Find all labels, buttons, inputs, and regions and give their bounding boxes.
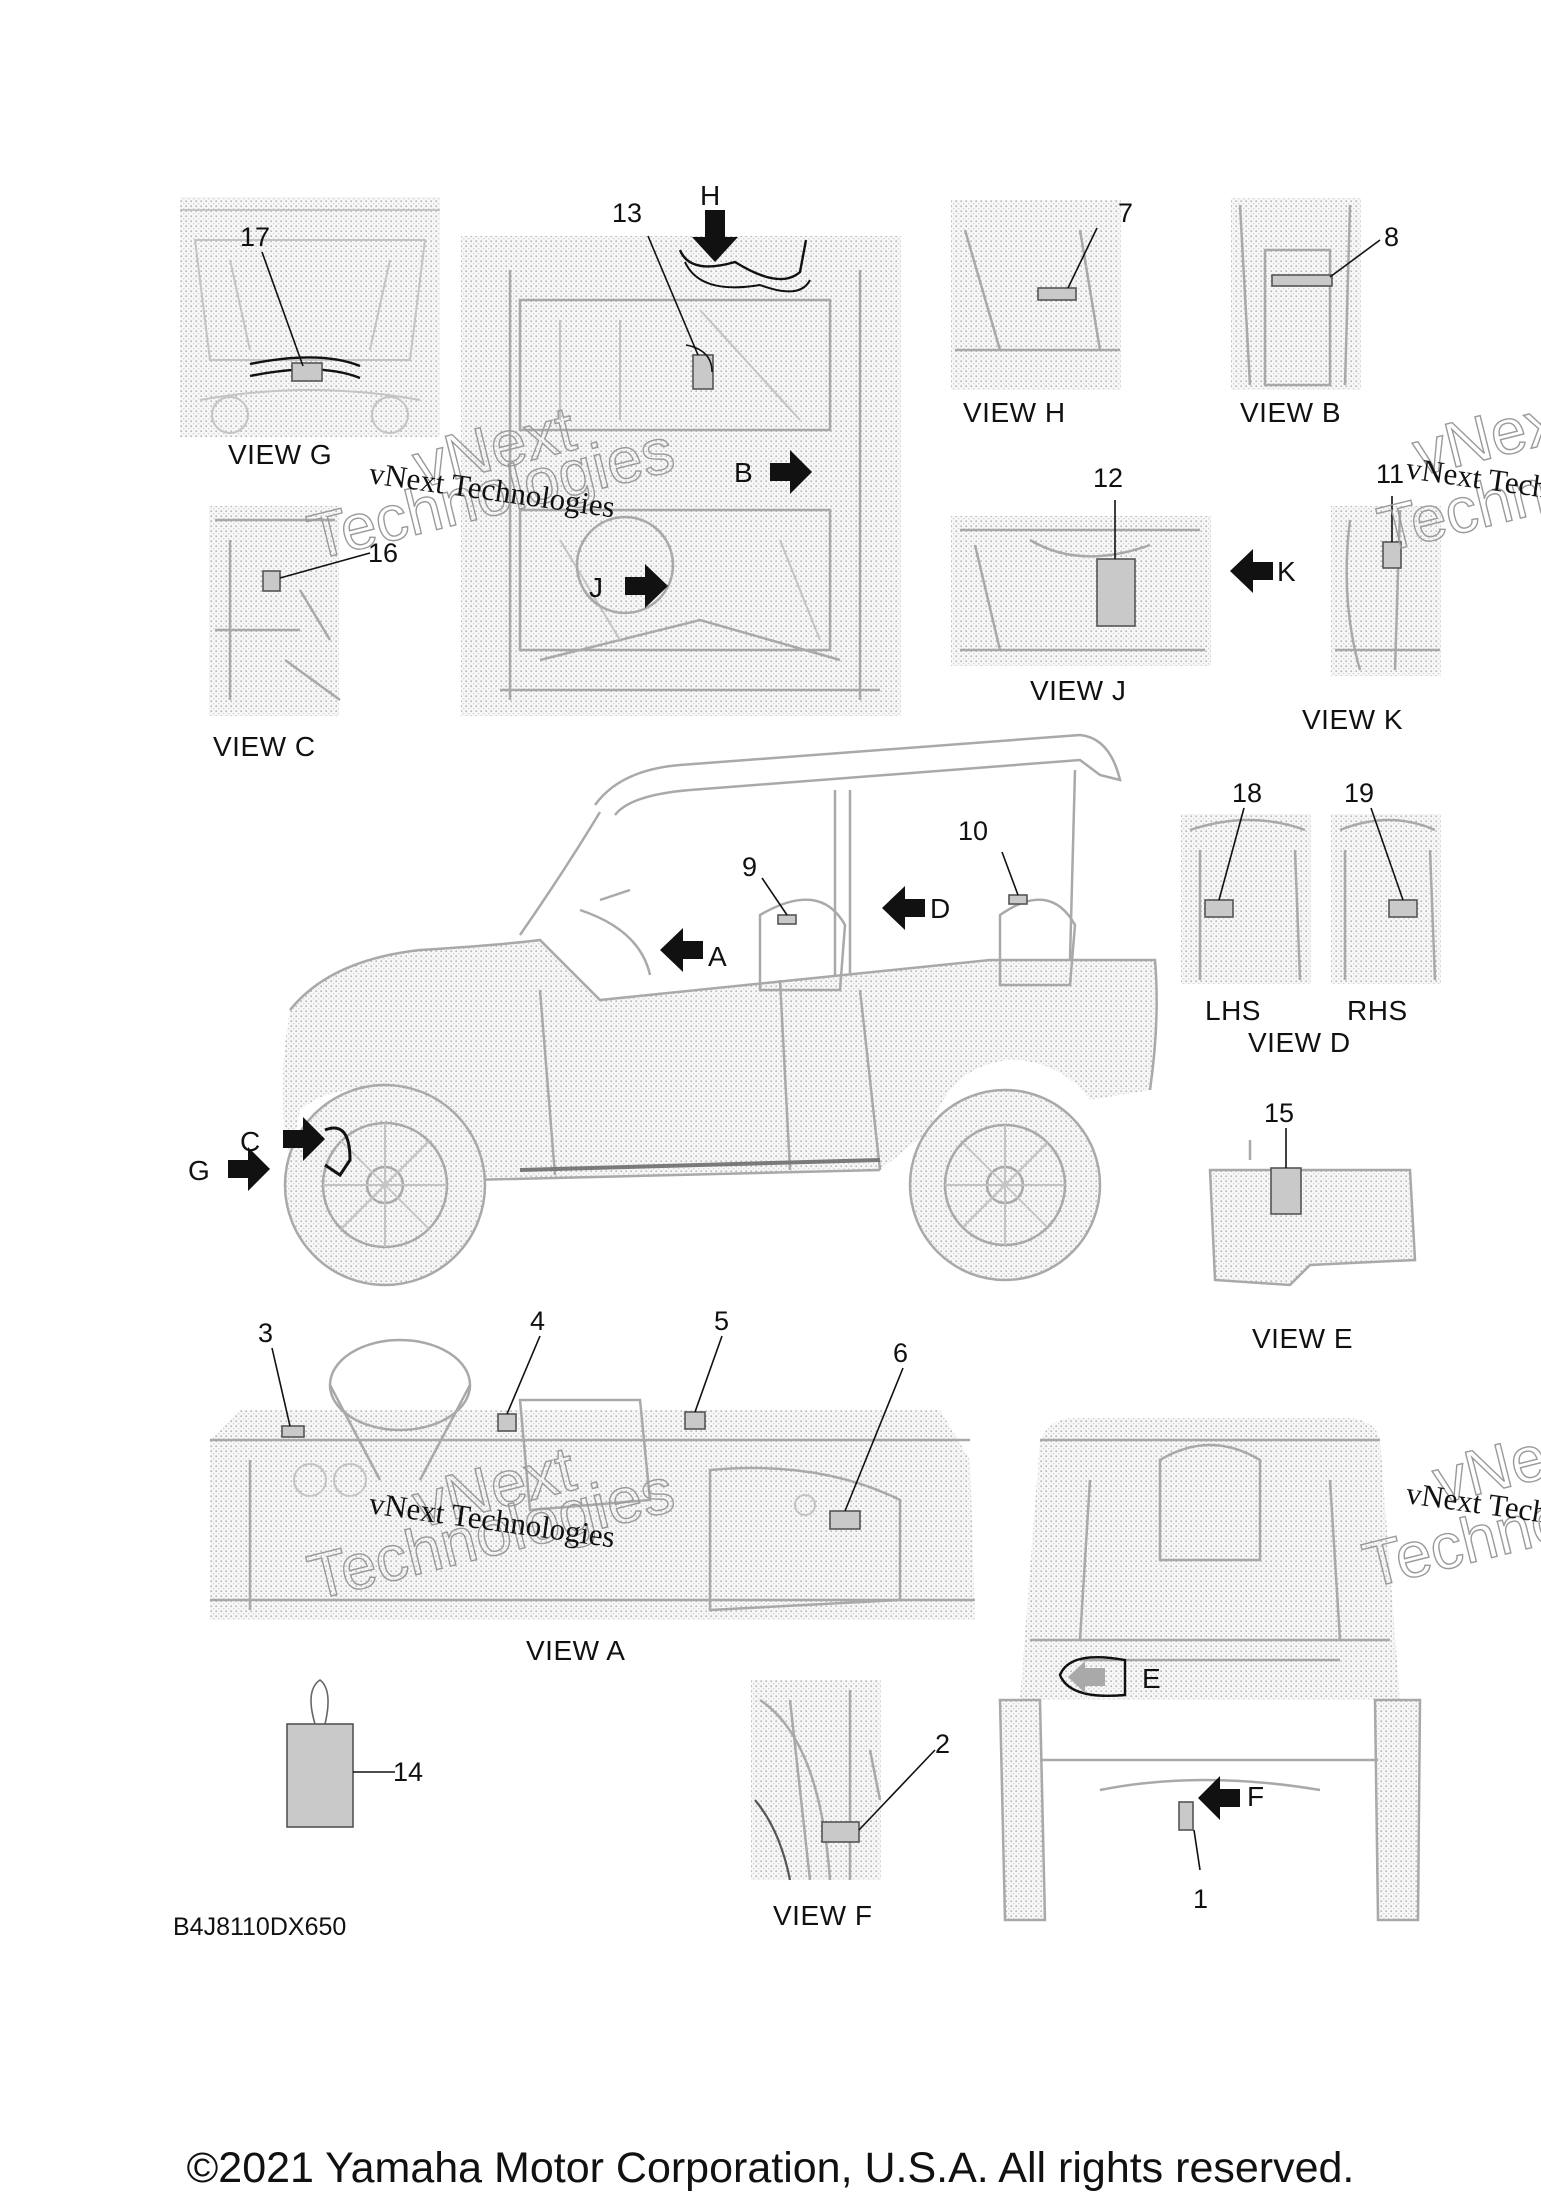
arrow-d-label: D <box>930 893 951 924</box>
arrow-b-label: B <box>734 457 753 488</box>
callout-10: 10 <box>958 816 988 846</box>
callout-8: 8 <box>1384 222 1399 252</box>
lhs-label: LHS <box>1205 995 1261 1026</box>
arrow-h <box>692 210 738 262</box>
arrow-g-label: G <box>188 1155 210 1186</box>
callout-5: 5 <box>714 1306 729 1336</box>
view-f-panel: 2 VIEW F <box>751 1680 950 1931</box>
view-k-caption: VIEW K <box>1302 704 1403 735</box>
arrow-a-label: A <box>708 941 727 972</box>
view-h-panel: 7 VIEW H <box>951 198 1133 428</box>
callout-11: 11 <box>1376 459 1404 489</box>
side-vehicle-view: 9 10 A D C G <box>188 733 1158 1287</box>
rear-vehicle-view: E F 1 <box>998 1418 1422 1922</box>
chassis-top-view: 13 H B J <box>461 180 901 716</box>
callout-2: 2 <box>935 1729 950 1759</box>
view-k-panel: 11 VIEW K <box>1302 459 1441 735</box>
view-j-caption: VIEW J <box>1030 675 1126 706</box>
arrow-j <box>625 564 668 608</box>
arrow-d <box>882 886 925 930</box>
arrow-e <box>1068 1661 1105 1693</box>
view-a-caption: VIEW A <box>526 1635 625 1666</box>
callout-14: 14 <box>393 1757 423 1787</box>
view-d-caption: VIEW D <box>1248 1027 1351 1058</box>
callout-13: 13 <box>612 198 642 228</box>
view-e-caption: VIEW E <box>1252 1323 1353 1354</box>
callout-7: 7 <box>1118 198 1133 228</box>
arrow-c <box>283 1117 325 1161</box>
callout-12: 12 <box>1093 463 1123 493</box>
arrow-g <box>228 1147 270 1191</box>
callout-1: 1 <box>1193 1884 1208 1914</box>
callout-16: 16 <box>368 538 398 568</box>
arrow-j-label: J <box>589 572 604 603</box>
arrow-e-label: E <box>1142 1663 1161 1694</box>
view-a-panel: 3 4 5 6 VIEW A <box>210 1306 975 1666</box>
arrow-b <box>770 450 812 494</box>
arrow-a <box>660 928 703 972</box>
view-b-panel: 8 VIEW B <box>1231 198 1399 428</box>
callout-18: 18 <box>1232 778 1262 808</box>
view-e-panel: 15 VIEW E <box>1208 1098 1417 1354</box>
view-f-caption: VIEW F <box>773 1900 872 1931</box>
callout-19: 19 <box>1344 778 1374 808</box>
callout-6: 6 <box>893 1338 908 1368</box>
hang-tag: 14 <box>286 1679 423 1828</box>
view-d-panel: 18 19 LHS RHS VIEW D <box>1181 778 1441 1058</box>
arrow-f <box>1198 1776 1240 1820</box>
arrow-k-label: K <box>1277 556 1296 587</box>
callout-9: 9 <box>742 852 757 882</box>
callout-17: 17 <box>240 222 270 252</box>
callout-4: 4 <box>530 1306 545 1336</box>
rhs-label: RHS <box>1347 995 1408 1026</box>
arrow-f-label: F <box>1247 1781 1265 1812</box>
view-c-caption: VIEW C <box>213 731 316 762</box>
copyright-notice: ©2021 Yamaha Motor Corporation, U.S.A. A… <box>186 2144 1355 2192</box>
callout-15: 15 <box>1264 1098 1294 1128</box>
view-g-panel: 17 VIEW G <box>180 197 440 470</box>
view-h-caption: VIEW H <box>963 397 1066 428</box>
view-c-panel: 16 VIEW C <box>209 506 398 762</box>
drawing-code: B4J8110DX650 <box>173 1913 346 1941</box>
view-j-panel: 12 K VIEW J <box>951 463 1296 706</box>
arrow-k <box>1230 549 1273 593</box>
arrow-c-label: C <box>240 1126 261 1157</box>
callout-3: 3 <box>258 1318 273 1348</box>
view-b-caption: VIEW B <box>1240 397 1341 428</box>
arrow-h-label: H <box>700 180 721 211</box>
view-g-caption: VIEW G <box>228 439 332 470</box>
